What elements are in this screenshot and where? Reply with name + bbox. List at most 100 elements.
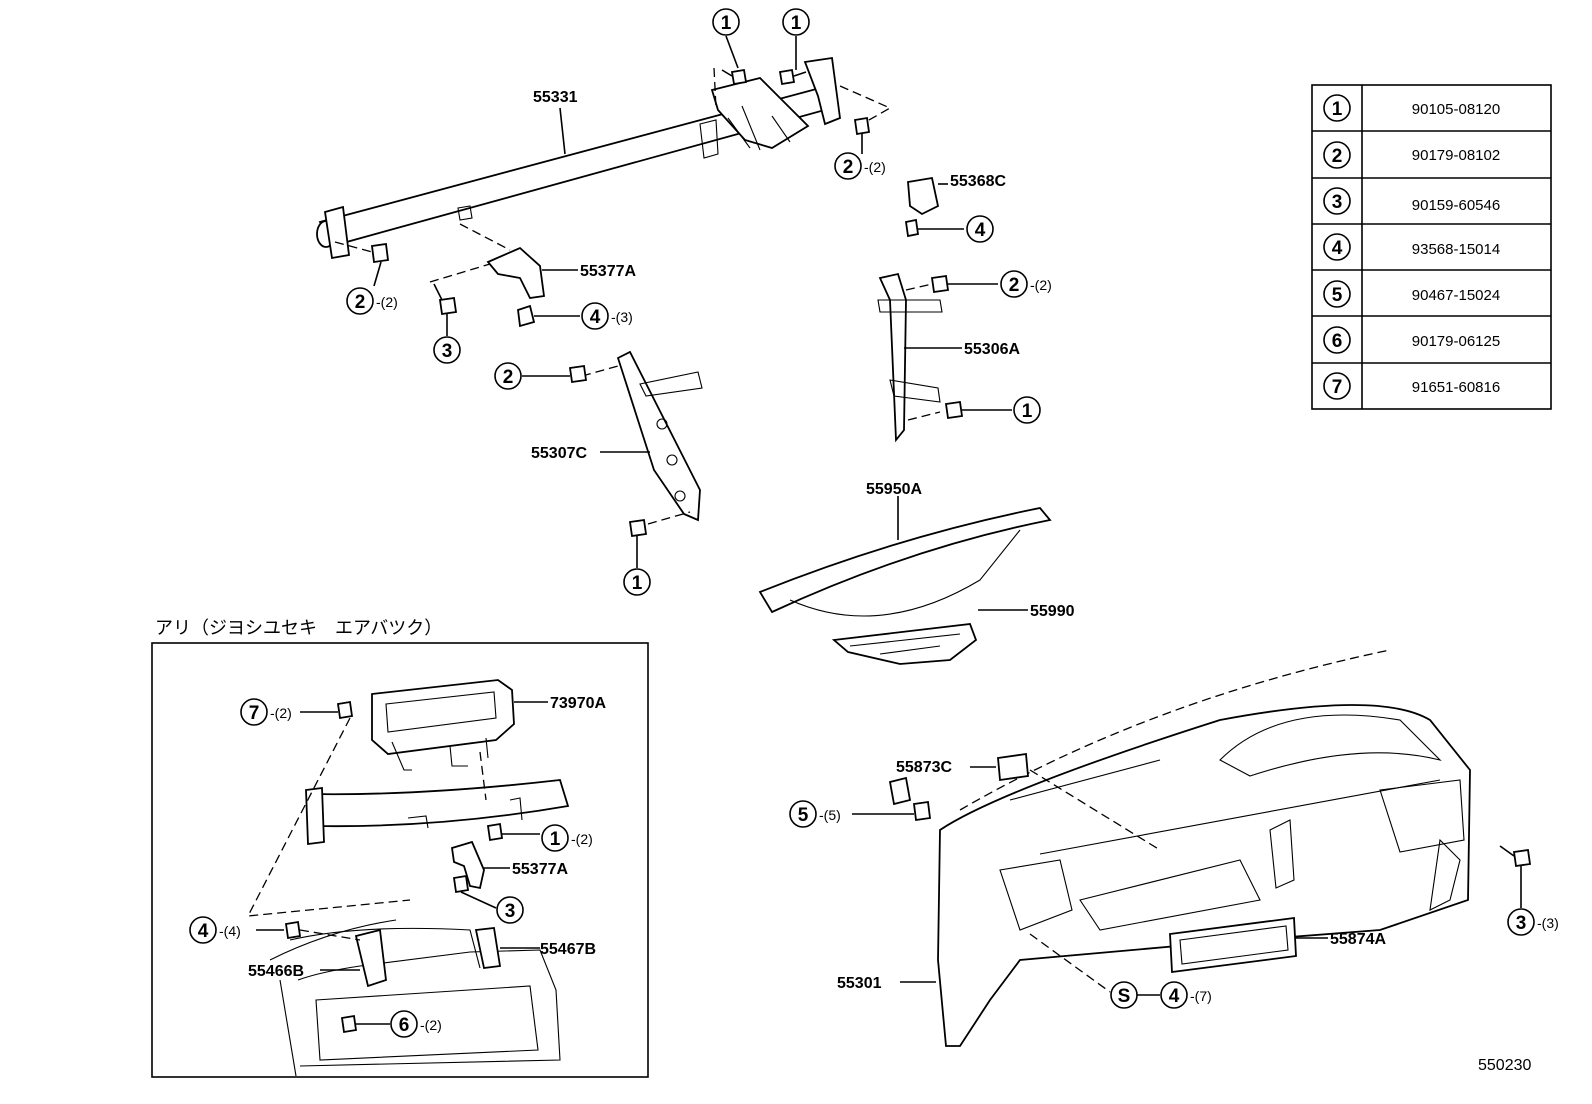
part-55950A: [758, 507, 1052, 614]
svg-text:6: 6: [1332, 331, 1343, 352]
dash-2a: [839, 85, 892, 125]
svg-text:3: 3: [1516, 913, 1527, 934]
label-55368C: 55368C: [950, 173, 1006, 190]
callout-5: 5: [789, 800, 817, 828]
callout-3r: 3: [1507, 908, 1535, 936]
svg-text:4: 4: [590, 307, 601, 328]
bolt-1i-icon: [486, 822, 504, 842]
part-55873C-clip: [888, 776, 912, 806]
dash-S: [1029, 933, 1111, 993]
svg-text:93568-15014: 93568-15014: [1412, 241, 1500, 258]
svg-text:7: 7: [1332, 377, 1343, 398]
figure-number: 550230: [1478, 1057, 1531, 1074]
qty-7: -(2): [270, 705, 292, 721]
part-55377A: [486, 246, 546, 299]
callout-2d: 2: [494, 362, 522, 390]
callout-4a: 4: [581, 302, 609, 330]
svg-text:1: 1: [721, 13, 732, 34]
leader-1a: [725, 35, 739, 69]
part-inset-beam: [305, 779, 570, 846]
label-55301: 55301: [837, 975, 882, 992]
svg-text:1: 1: [1332, 99, 1343, 120]
parts-table: 1 90105-08120 2 90179-08102 3 90159-6054…: [1311, 84, 1552, 410]
part-55990: [831, 623, 978, 665]
dash-2d: [581, 365, 619, 377]
callout-4i: 4: [189, 916, 217, 944]
svg-text:2: 2: [503, 367, 514, 388]
nut-2c-icon: [930, 274, 950, 294]
svg-text:6: 6: [399, 1015, 410, 1036]
screw-4a-icon: [517, 304, 536, 328]
svg-text:3: 3: [505, 901, 516, 922]
bolt-1a-icon: [721, 68, 748, 86]
callout-2a: 2: [834, 152, 862, 180]
callout-3a: 3: [433, 336, 461, 364]
table-row: 7 91651-60816: [1323, 372, 1500, 400]
dash-2b: [334, 241, 373, 253]
label-55331: 55331: [533, 89, 578, 106]
svg-text:S: S: [1118, 986, 1131, 1007]
part-55377A-inset: [450, 840, 485, 890]
qty-4s: -(7): [1190, 988, 1212, 1004]
table-row: 1 90105-08120: [1323, 94, 1500, 122]
dash-inset-7: [246, 717, 411, 917]
nut-2b-icon: [370, 242, 390, 264]
bolt-1b-icon: [778, 68, 807, 86]
dash-55377A: [459, 223, 511, 251]
qty-2a: -(2): [864, 159, 886, 175]
callout-1d: 1: [1013, 396, 1041, 424]
svg-text:1: 1: [791, 13, 802, 34]
callout-S: S: [1110, 981, 1138, 1009]
svg-text:3: 3: [1332, 192, 1343, 213]
label-55306A: 55306A: [964, 341, 1020, 358]
svg-text:90179-06125: 90179-06125: [1412, 333, 1500, 350]
bolt-3i-icon: [452, 874, 470, 894]
part-73970A-airbag: [371, 679, 515, 771]
callout-2c: 2: [1000, 270, 1028, 298]
dash-1a: [713, 67, 717, 109]
nut-5-icon: [912, 800, 932, 822]
callout-2b: 2: [346, 287, 374, 315]
bolt-1c-icon: [628, 518, 648, 538]
label-55467B: 55467B: [540, 941, 596, 958]
label-73970A: 73970A: [550, 695, 606, 712]
label-55874A: 55874A: [1330, 931, 1386, 948]
nut-6i-icon: [340, 1014, 358, 1034]
svg-text:4: 4: [975, 220, 986, 241]
part-55368C: [907, 176, 940, 216]
svg-text:4: 4: [1169, 986, 1180, 1007]
svg-text:4: 4: [198, 921, 209, 942]
qty-5: -(5): [819, 807, 841, 823]
dash-inset-a: [479, 751, 487, 801]
nut-2a-icon: [853, 116, 871, 136]
svg-text:1: 1: [632, 573, 643, 594]
svg-text:5: 5: [1332, 285, 1343, 306]
part-55306A: [878, 272, 907, 443]
label-55873C: 55873C: [896, 759, 952, 776]
table-row: 2 90179-08102: [1323, 141, 1500, 169]
svg-text:1: 1: [550, 829, 561, 850]
svg-text:90467-15024: 90467-15024: [1412, 287, 1500, 304]
callout-3i: 3: [496, 896, 524, 924]
callout-1c: 1: [623, 568, 651, 596]
svg-text:90105-08120: 90105-08120: [1412, 101, 1500, 118]
part-55873C-pad: [997, 752, 1029, 782]
nut-2d-icon: [568, 364, 588, 384]
inset-title: アリ（ジヨシユセキ エアバツク）: [155, 618, 442, 638]
svg-text:2: 2: [1332, 146, 1343, 167]
table-row: 5 90467-15024: [1323, 280, 1500, 308]
svg-text:90159-60546: 90159-60546: [1412, 197, 1500, 214]
bolt-1d-icon: [944, 400, 964, 420]
callout-1a: 1: [712, 8, 740, 36]
svg-text:2: 2: [1009, 275, 1020, 296]
dash-4i: [299, 929, 361, 941]
screw-4b-icon: [904, 218, 920, 238]
part-55301-dashboard: [937, 649, 1471, 1047]
callout-4s: 4: [1160, 981, 1188, 1009]
leader-2b: [373, 261, 382, 287]
dash-1c: [647, 511, 691, 525]
label-55466B: 55466B: [248, 963, 304, 980]
leader-55331: [559, 107, 566, 155]
